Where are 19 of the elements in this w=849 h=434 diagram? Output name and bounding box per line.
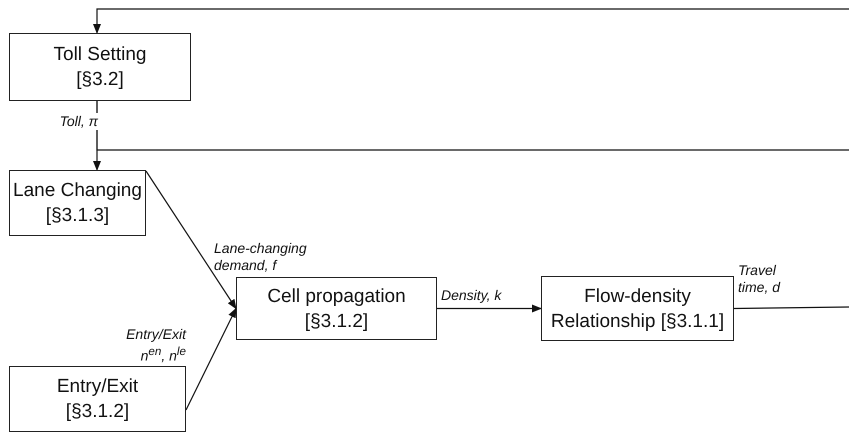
process-box [9, 170, 146, 236]
arrow [185, 308, 237, 410]
arrow [93, 8, 849, 34]
process-box [236, 277, 437, 340]
arrow [437, 304, 542, 312]
node-text: [§3.1.3] [46, 204, 110, 228]
node-text: Flow-density [584, 284, 691, 308]
node-text: Relationship [§3.1.1] [550, 310, 724, 334]
node-text: Cell propagation [267, 284, 406, 308]
node-text: Lane Changing [13, 179, 142, 203]
process-box [541, 276, 734, 341]
node-text: [§3.2] [76, 68, 124, 92]
arrow [146, 170, 237, 310]
process-box [9, 366, 186, 432]
node-text: [§3.1.2] [66, 400, 130, 424]
process-box [9, 33, 191, 101]
node-text: Entry/Exit [56, 375, 138, 399]
node-text: [§3.1.2] [304, 310, 368, 334]
node-text: Toll Setting [54, 43, 146, 67]
